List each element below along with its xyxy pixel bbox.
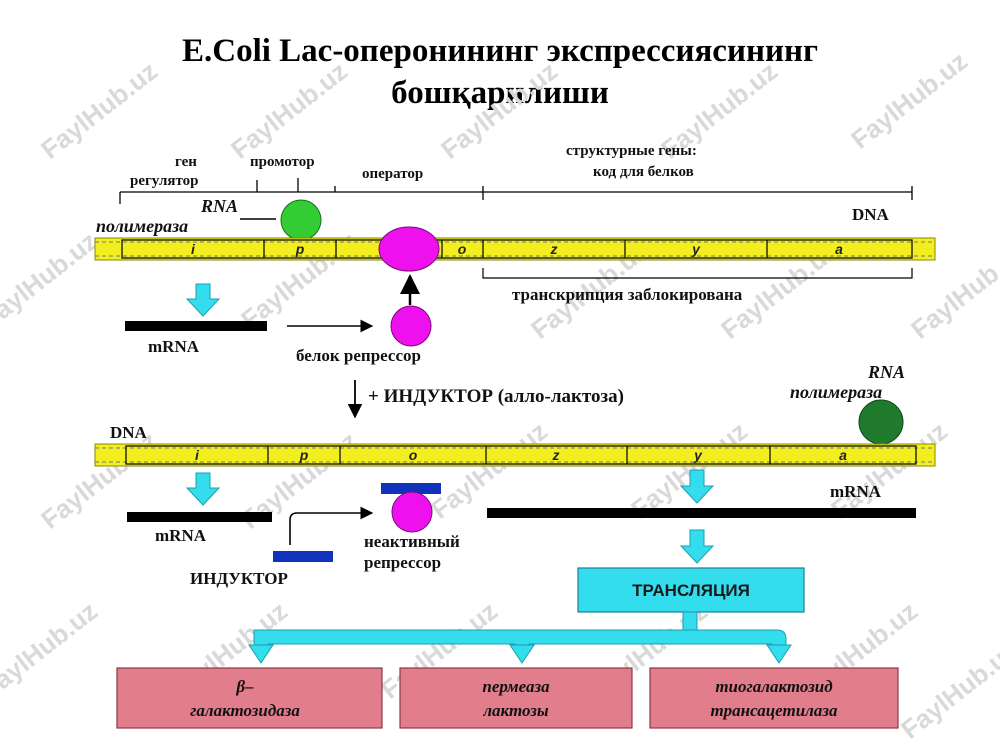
label-dna-top: DNA	[852, 205, 890, 224]
segment-p-bottom: p	[299, 447, 309, 463]
product-3-line2: трансацетилаза	[710, 701, 838, 720]
repressor-protein	[390, 305, 432, 347]
label-rna-polymerase-2: полимераза	[96, 216, 188, 236]
arrow-transcription-top	[185, 283, 221, 317]
product-2-line1: пермеаза	[482, 677, 550, 696]
title-line-2: бошқарилиши	[391, 75, 609, 111]
label-translation: ТРАНСЛЯЦИЯ	[632, 581, 750, 600]
label-mrna-bottom-left: mRNA	[155, 526, 207, 545]
mrna-bottom-left	[127, 512, 272, 522]
segment-o-top: o	[458, 241, 467, 257]
segment-z-bottom: z	[552, 447, 560, 463]
label-mrna-bottom-right: mRNA	[830, 482, 882, 501]
label-inactive: неактивный	[364, 532, 460, 551]
watermark: FaylHub.uz	[0, 226, 103, 335]
segment-i-top: i	[191, 241, 196, 257]
title-line-1: E.Coli Lac-оперонининг экспрессиясининг	[181, 33, 818, 69]
segment-z-top: z	[550, 241, 558, 257]
label-rna-polymerase-b2: полимераза	[790, 382, 882, 402]
product-1-line2: галактозидаза	[190, 701, 300, 720]
watermark: FaylHub.uz	[225, 56, 353, 165]
label-inducer: ИНДУКТОР	[190, 569, 288, 588]
label-structural-genes: структурные гены:	[566, 143, 697, 159]
repressor-bound	[378, 226, 440, 272]
inducer-molecule	[273, 551, 333, 562]
label-gene: ген	[175, 154, 197, 170]
label-promoter: промотор	[250, 154, 315, 170]
arrow-transcription-bottom-right	[679, 469, 715, 504]
segment-i-bottom: i	[195, 447, 200, 463]
label-protein-code: код для белков	[593, 164, 694, 180]
watermark: FaylHub.uz	[35, 56, 163, 165]
translation-branches	[248, 611, 792, 664]
arrow-transcription-bottom-left	[185, 472, 221, 506]
mrna-top	[125, 321, 267, 331]
inactive-repressor	[391, 491, 433, 533]
segment-p-top: p	[295, 241, 305, 257]
product-thiogalactoside-transacetylase: тиогалактозид трансацетилаза	[649, 667, 899, 729]
label-transcription-blocked: транскрипция заблокирована	[512, 285, 743, 304]
slide-title: E.Coli Lac-оперонининг экспрессиясининг …	[0, 30, 1000, 114]
label-rna-polymerase-1: RNA	[200, 196, 238, 216]
product-lactose-permease: пермеаза лактозы	[399, 667, 633, 729]
translation-box	[577, 567, 805, 613]
watermark: FaylHub.uz	[435, 56, 563, 165]
label-inducer-step: + ИНДУКТОР (алло-лактоза)	[368, 386, 624, 407]
rna-polymerase-bottom	[858, 399, 904, 445]
label-operator: оператор	[362, 166, 423, 182]
label-repressor: репрессор	[364, 553, 441, 572]
product-beta-galactosidase: β– галактозидаза	[116, 667, 383, 729]
product-2-line2: лактозы	[482, 701, 549, 720]
product-3-line1: тиогалактозид	[715, 677, 833, 696]
inducer-bound	[381, 483, 441, 494]
label-rna-polymerase-b1: RNA	[867, 362, 905, 382]
region-bracket	[119, 178, 913, 204]
watermark: FaylHub.uz	[0, 596, 103, 705]
segment-a-top: a	[835, 241, 843, 257]
watermark: FaylHub.uz	[895, 636, 1000, 745]
segment-a-bottom: a	[839, 447, 847, 463]
arrow-to-translation	[679, 529, 715, 564]
product-1-line1: β–	[235, 677, 254, 696]
dna-strand-bottom: i p o z y a	[94, 443, 936, 467]
dna-strand-top: i p o z y a	[94, 237, 936, 261]
label-regulator: регулятор	[130, 173, 198, 189]
segment-y-bottom: y	[693, 447, 703, 463]
watermark: FaylHub.uz	[845, 46, 973, 155]
mrna-bottom-right	[487, 508, 916, 518]
blocked-bracket	[482, 268, 913, 279]
segment-o-bottom: o	[409, 447, 418, 463]
label-dna-bottom: DNA	[110, 423, 148, 442]
segment-y-top: y	[691, 241, 701, 257]
label-mrna-top: mRNA	[148, 337, 200, 356]
label-repressor-protein: белок репрессор	[296, 346, 421, 365]
rna-polymerase-top	[280, 199, 322, 241]
